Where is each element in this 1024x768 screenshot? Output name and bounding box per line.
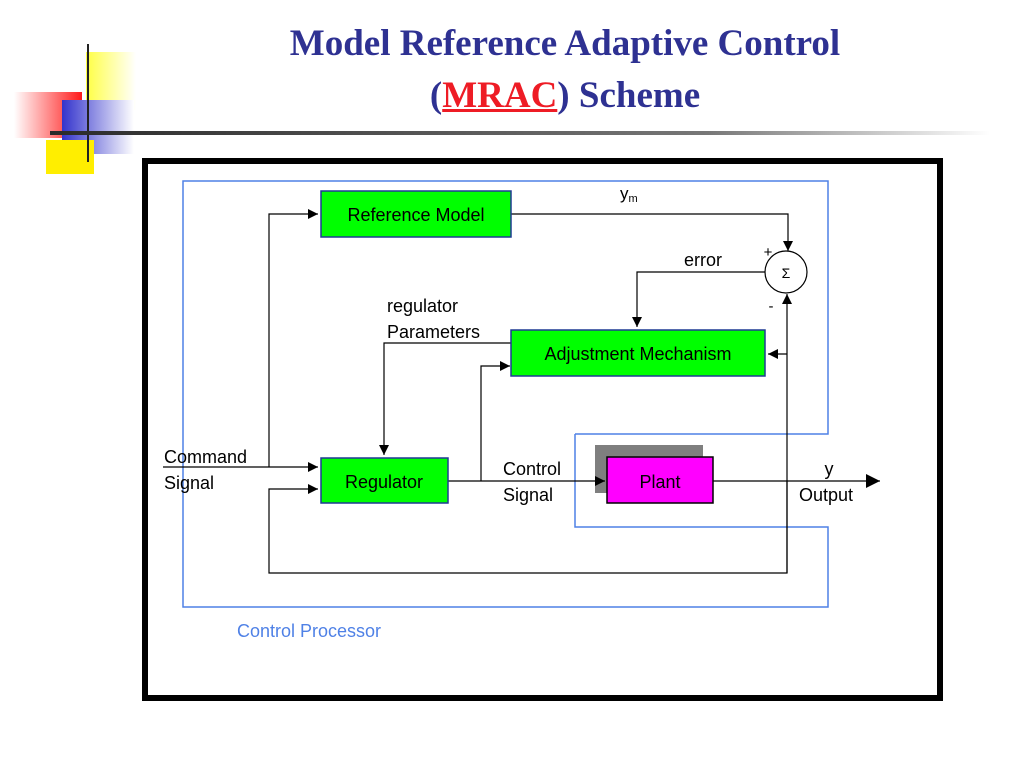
adjustment-mechanism-block: Adjustment Mechanism [510, 329, 766, 377]
control-signal-label-2: Signal [503, 485, 553, 505]
mrac-acronym: MRAC [442, 75, 558, 116]
regulator-parameters-label-2: Parameters [387, 322, 480, 342]
ym-line [511, 213, 793, 251]
slide-title: Model Reference Adaptive Control (MRAC) … [190, 18, 940, 122]
output-label: Output [799, 485, 853, 505]
slide-title-line2: (MRAC) Scheme [429, 75, 701, 116]
slide-logo [14, 44, 990, 174]
plant-block: Plant [606, 456, 714, 504]
control-to-adjustment-line [480, 361, 510, 481]
summing-junction: Σ + - [764, 244, 808, 315]
reference-model-label: Reference Model [347, 205, 484, 225]
ym-label: ym [620, 184, 638, 205]
command-signal-label-2: Signal [164, 473, 214, 493]
control-processor-label: Control Processor [237, 621, 381, 641]
plant-label: Plant [639, 472, 680, 492]
output-y-label: y [825, 459, 834, 479]
plus-sign: + [764, 244, 773, 261]
minus-sign: - [769, 298, 774, 315]
command-to-reference-model-line [268, 209, 318, 467]
control-signal-label-1: Control [503, 459, 561, 479]
sigma-symbol: Σ [782, 265, 791, 281]
logo-yellow-square-bottom [46, 140, 94, 174]
title-underline-rule [50, 131, 990, 135]
error-line [632, 271, 765, 327]
diagram-frame [142, 158, 943, 701]
control-processor-outline [182, 180, 829, 608]
regulator-block: Regulator [320, 457, 449, 504]
output-feedback-line [268, 481, 788, 574]
error-label: error [684, 250, 722, 270]
reference-model-block: Reference Model [320, 190, 512, 238]
regulator-parameters-label-1: regulator [387, 296, 458, 316]
parameters-line [379, 342, 511, 455]
regulator-label: Regulator [345, 472, 423, 492]
command-signal-label-1: Command [164, 447, 247, 467]
slide-title-line1: Model Reference Adaptive Control [289, 23, 841, 64]
adjustment-mechanism-label: Adjustment Mechanism [544, 344, 731, 364]
